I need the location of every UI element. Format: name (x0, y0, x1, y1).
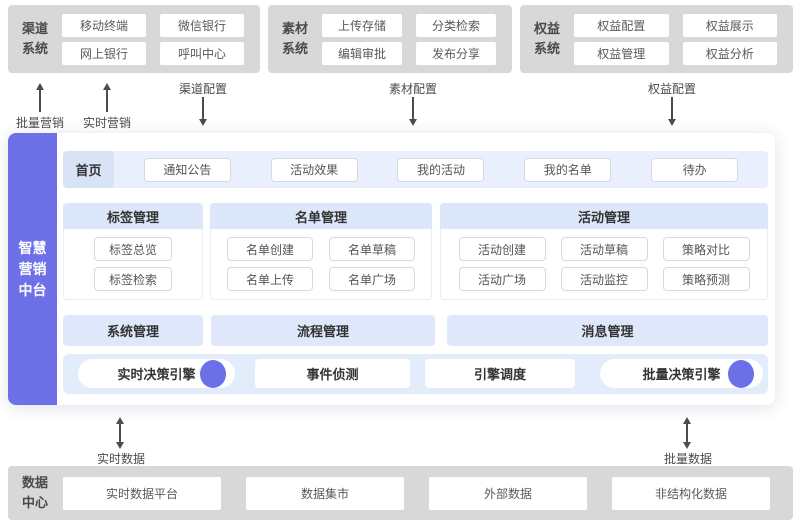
flow-label-rights-config: 权益配置 (647, 82, 697, 96)
engine-row: 实时决策引擎 事件侦测 引擎调度 批量决策引擎 (63, 354, 768, 394)
group-item: 名单草稿 (329, 237, 415, 261)
module-message-management: 消息管理 (447, 315, 768, 346)
group-list-management: 名单管理 名单创建 名单草稿 名单上传 名单广场 (210, 203, 432, 300)
group-campaign-management: 活动管理 活动创建 活动草稿 策略对比 活动广场 活动监控 策略预测 (440, 203, 768, 300)
group-header: 活动管理 (440, 203, 768, 229)
group-item: 名单广场 (329, 267, 415, 291)
group-item: 名单创建 (227, 237, 313, 261)
group-item: 名单上传 (227, 267, 313, 291)
engine-label: 引擎调度 (473, 367, 526, 382)
engine-label: 批量决策引擎 (642, 367, 721, 382)
engine-event-detection: 事件侦测 (255, 359, 410, 388)
data-center-box: 数据中心 实时数据平台 数据集市 外部数据 非结构化数据 (8, 466, 793, 520)
engine-batch-decision: 批量决策引擎 (600, 359, 763, 388)
rights-item: 权益管理 (574, 41, 669, 65)
channel-system-box: 渠道系统 移动终端 微信银行 网上银行 呼叫中心 (8, 5, 260, 73)
module-system-management: 系统管理 (63, 315, 203, 346)
rights-system-label: 权益系统 (534, 20, 561, 56)
smart-marketing-platform-card: 智慧营销中台 首页 通知公告 活动效果 我的活动 我的名单 待办 标签管理 标签… (8, 133, 775, 405)
engine-realtime-decision: 实时决策引擎 (78, 359, 235, 388)
data-center-item-realtime-platform: 实时数据平台 (63, 476, 221, 510)
arrow-up-icon (36, 83, 44, 112)
flow-label-material-config: 素材配置 (388, 82, 438, 96)
material-item: 上传存储 (322, 13, 402, 37)
material-system-label: 素材系统 (282, 20, 309, 56)
data-center-label: 数据中心 (22, 474, 49, 510)
group-tag-management: 标签管理 标签总览 标签检索 (63, 203, 203, 300)
group-item: 策略预测 (662, 267, 750, 291)
material-system-items: 上传存储 分类检索 编辑审批 发布分享 (322, 13, 512, 65)
engine-dot-icon (200, 360, 226, 388)
flow-label-realtime-marketing: 实时营销 (82, 116, 132, 130)
engine-scheduling: 引擎调度 (425, 359, 575, 388)
home-item-todo: 待办 (651, 157, 739, 182)
module-process-management: 流程管理 (211, 315, 435, 346)
arrow-updown-icon (683, 417, 691, 449)
group-item: 活动草稿 (560, 237, 648, 261)
group-body: 标签总览 标签检索 (63, 229, 203, 300)
home-item-notice: 通知公告 (143, 157, 231, 182)
channel-item: 网上银行 (62, 41, 146, 65)
flow-label-batch-data: 批量数据 (663, 452, 713, 466)
rights-item: 权益分析 (682, 41, 777, 65)
home-row: 首页 通知公告 活动效果 我的活动 我的名单 待办 (63, 151, 768, 188)
management-groups: 标签管理 标签总览 标签检索 名单管理 名单创建 名单草稿 名单上传 名单广场 … (63, 203, 768, 300)
group-body: 名单创建 名单草稿 名单上传 名单广场 (210, 229, 432, 300)
channel-system-items: 移动终端 微信银行 网上银行 呼叫中心 (62, 13, 260, 65)
arrow-up-icon (103, 83, 111, 112)
home-item-my-lists: 我的名单 (524, 157, 612, 182)
data-center-item-data-mart: 数据集市 (246, 476, 404, 510)
group-item: 活动监控 (560, 267, 648, 291)
rights-system-box: 权益系统 权益配置 权益展示 权益管理 权益分析 (520, 5, 793, 73)
group-item: 活动广场 (458, 267, 546, 291)
group-body: 活动创建 活动草稿 策略对比 活动广场 活动监控 策略预测 (440, 229, 768, 300)
group-header: 名单管理 (210, 203, 432, 229)
arrow-down-icon (668, 97, 676, 126)
group-item: 策略对比 (662, 237, 750, 261)
material-item: 编辑审批 (322, 41, 402, 65)
material-item: 发布分享 (416, 41, 496, 65)
group-item: 活动创建 (458, 237, 546, 261)
arrow-updown-icon (116, 417, 124, 449)
group-item: 标签总览 (94, 237, 172, 261)
material-item: 分类检索 (416, 13, 496, 37)
arrow-down-icon (199, 97, 207, 126)
channel-item: 移动终端 (62, 13, 146, 37)
rights-system-items: 权益配置 权益展示 权益管理 权益分析 (574, 13, 793, 65)
arrow-down-icon (409, 97, 417, 126)
home-items: 通知公告 活动效果 我的活动 我的名单 待办 (114, 157, 768, 182)
module-bars: 系统管理 流程管理 消息管理 (63, 315, 768, 346)
engine-dot-icon (728, 360, 754, 388)
data-center-item-external-data: 外部数据 (429, 476, 587, 510)
channel-item: 呼叫中心 (160, 41, 244, 65)
engine-label: 事件侦测 (306, 367, 359, 382)
platform-title: 智慧营销中台 (18, 239, 47, 298)
platform-sidebar: 智慧营销中台 (8, 133, 57, 405)
home-item-my-campaigns: 我的活动 (397, 157, 485, 182)
engine-label: 实时决策引擎 (117, 367, 196, 382)
flow-label-batch-marketing: 批量营销 (15, 116, 65, 130)
data-center-item-unstructured-data: 非结构化数据 (612, 476, 770, 510)
platform-content: 首页 通知公告 活动效果 我的活动 我的名单 待办 标签管理 标签总览 标签检索… (57, 133, 775, 405)
data-center-items: 实时数据平台 数据集市 外部数据 非结构化数据 (63, 476, 793, 510)
flow-label-channel-config: 渠道配置 (178, 82, 228, 96)
rights-item: 权益配置 (574, 13, 669, 37)
home-item-campaign-effect: 活动效果 (270, 157, 358, 182)
material-system-box: 素材系统 上传存储 分类检索 编辑审批 发布分享 (268, 5, 512, 73)
group-item: 标签检索 (94, 267, 172, 291)
home-tab: 首页 (63, 151, 114, 188)
channel-system-label: 渠道系统 (22, 20, 49, 56)
flow-label-realtime-data: 实时数据 (96, 452, 146, 466)
group-header: 标签管理 (63, 203, 203, 229)
channel-item: 微信银行 (160, 13, 244, 37)
rights-item: 权益展示 (682, 13, 777, 37)
